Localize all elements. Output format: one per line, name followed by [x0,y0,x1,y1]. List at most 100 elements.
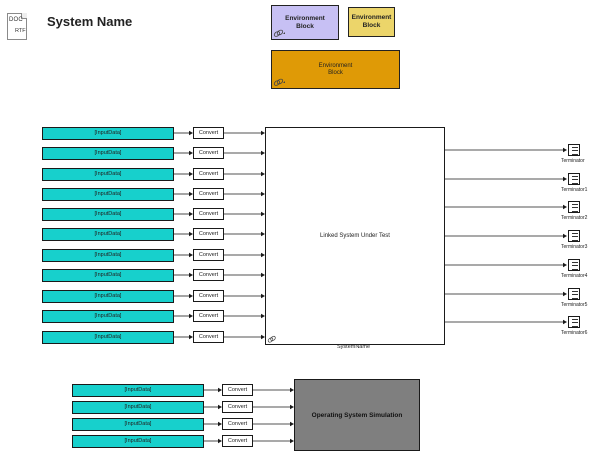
convert-block-label: Convert [198,334,219,340]
terminator-icon[interactable] [568,316,580,328]
arrow-head [261,231,265,237]
convert-block[interactable]: Convert [193,168,224,180]
input-data-block[interactable]: [InputData] [42,330,174,344]
terminator-glyph [572,176,578,184]
convert-block-label: Convert [227,404,248,410]
arrow-head [189,171,193,177]
link-icon [273,78,285,86]
convert-block[interactable]: Convert [193,310,224,322]
arrow-head [290,421,294,427]
convert-block[interactable]: Convert [193,331,224,343]
convert-block[interactable]: Convert [193,188,224,200]
input-data-block[interactable]: [InputData] [42,167,174,181]
input-data-block[interactable]: [InputData] [42,309,174,323]
convert-block-label: Convert [198,231,219,237]
input-data-block-label: [InputData] [94,191,122,197]
input-data-block[interactable]: [InputData] [42,227,174,241]
terminator-icon[interactable] [568,259,580,271]
terminator-glyph [572,319,578,327]
environment-block-yellow[interactable]: Environment Block [348,7,395,37]
environment-block-blue[interactable]: Environment Block [271,5,339,40]
input-data-block-label: [InputData] [94,171,122,177]
input-data-block-label: [InputData] [124,404,152,410]
convert-block-label: Convert [198,211,219,217]
terminator-icon[interactable] [568,288,580,300]
arrow-head [189,211,193,217]
terminator-label: Terminator [561,158,585,164]
arrow-head [218,438,222,444]
terminator-icon[interactable] [568,144,580,156]
arrow-head [189,130,193,136]
document-icon[interactable] [7,13,27,40]
link-icon [267,335,276,343]
input-data-block[interactable]: [InputData] [72,400,204,414]
input-data-block[interactable]: [InputData] [42,126,174,140]
convert-block[interactable]: Convert [193,147,224,159]
arrow-head [189,252,193,258]
os-block-label: Operating System Simulation [311,411,403,419]
arrow-head [218,387,222,393]
terminator-label: Terminator1 [561,187,588,193]
convert-block[interactable]: Convert [193,208,224,220]
arrow-head [261,171,265,177]
arrow-head [261,293,265,299]
environment-block-label: Environment Block [285,14,325,30]
input-data-block[interactable]: [InputData] [42,248,174,262]
terminator-glyph [572,262,578,270]
convert-block[interactable]: Convert [193,127,224,139]
terminator-icon[interactable] [568,173,580,185]
arrow-head [261,191,265,197]
doc-icon-label: DOC [9,17,23,23]
terminator-label: Terminator6 [561,330,588,336]
convert-block-label: Convert [198,313,219,319]
arrow-head [290,404,294,410]
terminator-icon[interactable] [568,201,580,213]
arrow-head [261,252,265,258]
convert-block[interactable]: Convert [193,249,224,261]
linked-system-under-test[interactable]: Linked System Under Test [265,127,445,345]
operating-system-simulation-block[interactable]: Operating System Simulation [294,379,420,451]
arrow-head [290,387,294,393]
terminator-label: Terminator2 [561,215,588,221]
input-data-block[interactable]: [InputData] [42,207,174,221]
convert-block[interactable]: Convert [193,228,224,240]
convert-block[interactable]: Convert [193,290,224,302]
arrow-head [290,438,294,444]
arrow-head [189,334,193,340]
input-data-block-label: [InputData] [94,231,122,237]
convert-block[interactable]: Convert [193,269,224,281]
input-data-block[interactable]: [InputData] [72,417,204,431]
arrow-head [261,313,265,319]
convert-block[interactable]: Convert [222,418,253,430]
input-data-block-label: [InputData] [94,211,122,217]
input-data-block[interactable]: [InputData] [72,383,204,397]
arrow-head [261,130,265,136]
input-data-block[interactable]: [InputData] [42,187,174,201]
input-data-block-label: [InputData] [94,150,122,156]
input-data-block-label: [InputData] [124,387,152,393]
arrow-head [563,204,567,210]
input-data-block-label: [InputData] [94,293,122,299]
input-data-block[interactable]: [InputData] [72,434,204,448]
input-data-block[interactable]: [InputData] [42,146,174,160]
convert-block[interactable]: Convert [222,435,253,447]
arrow-head [563,291,567,297]
environment-block-orange[interactable]: Environment Block [271,50,400,89]
convert-block-label: Convert [198,293,219,299]
convert-block-label: Convert [227,421,248,427]
arrow-head [189,231,193,237]
input-data-block[interactable]: [InputData] [42,289,174,303]
terminator-icon[interactable] [568,230,580,242]
convert-block-label: Convert [198,150,219,156]
link-icon [273,29,285,37]
system-label: Linked System Under Test [320,233,390,239]
input-data-block[interactable]: [InputData] [42,268,174,282]
convert-block[interactable]: Convert [222,401,253,413]
arrow-head [261,211,265,217]
terminator-glyph [572,291,578,299]
convert-block-label: Convert [198,252,219,258]
convert-block[interactable]: Convert [222,384,253,396]
terminator-label: Terminator3 [561,244,588,250]
convert-block-label: Convert [198,130,219,136]
convert-block-label: Convert [227,387,248,393]
